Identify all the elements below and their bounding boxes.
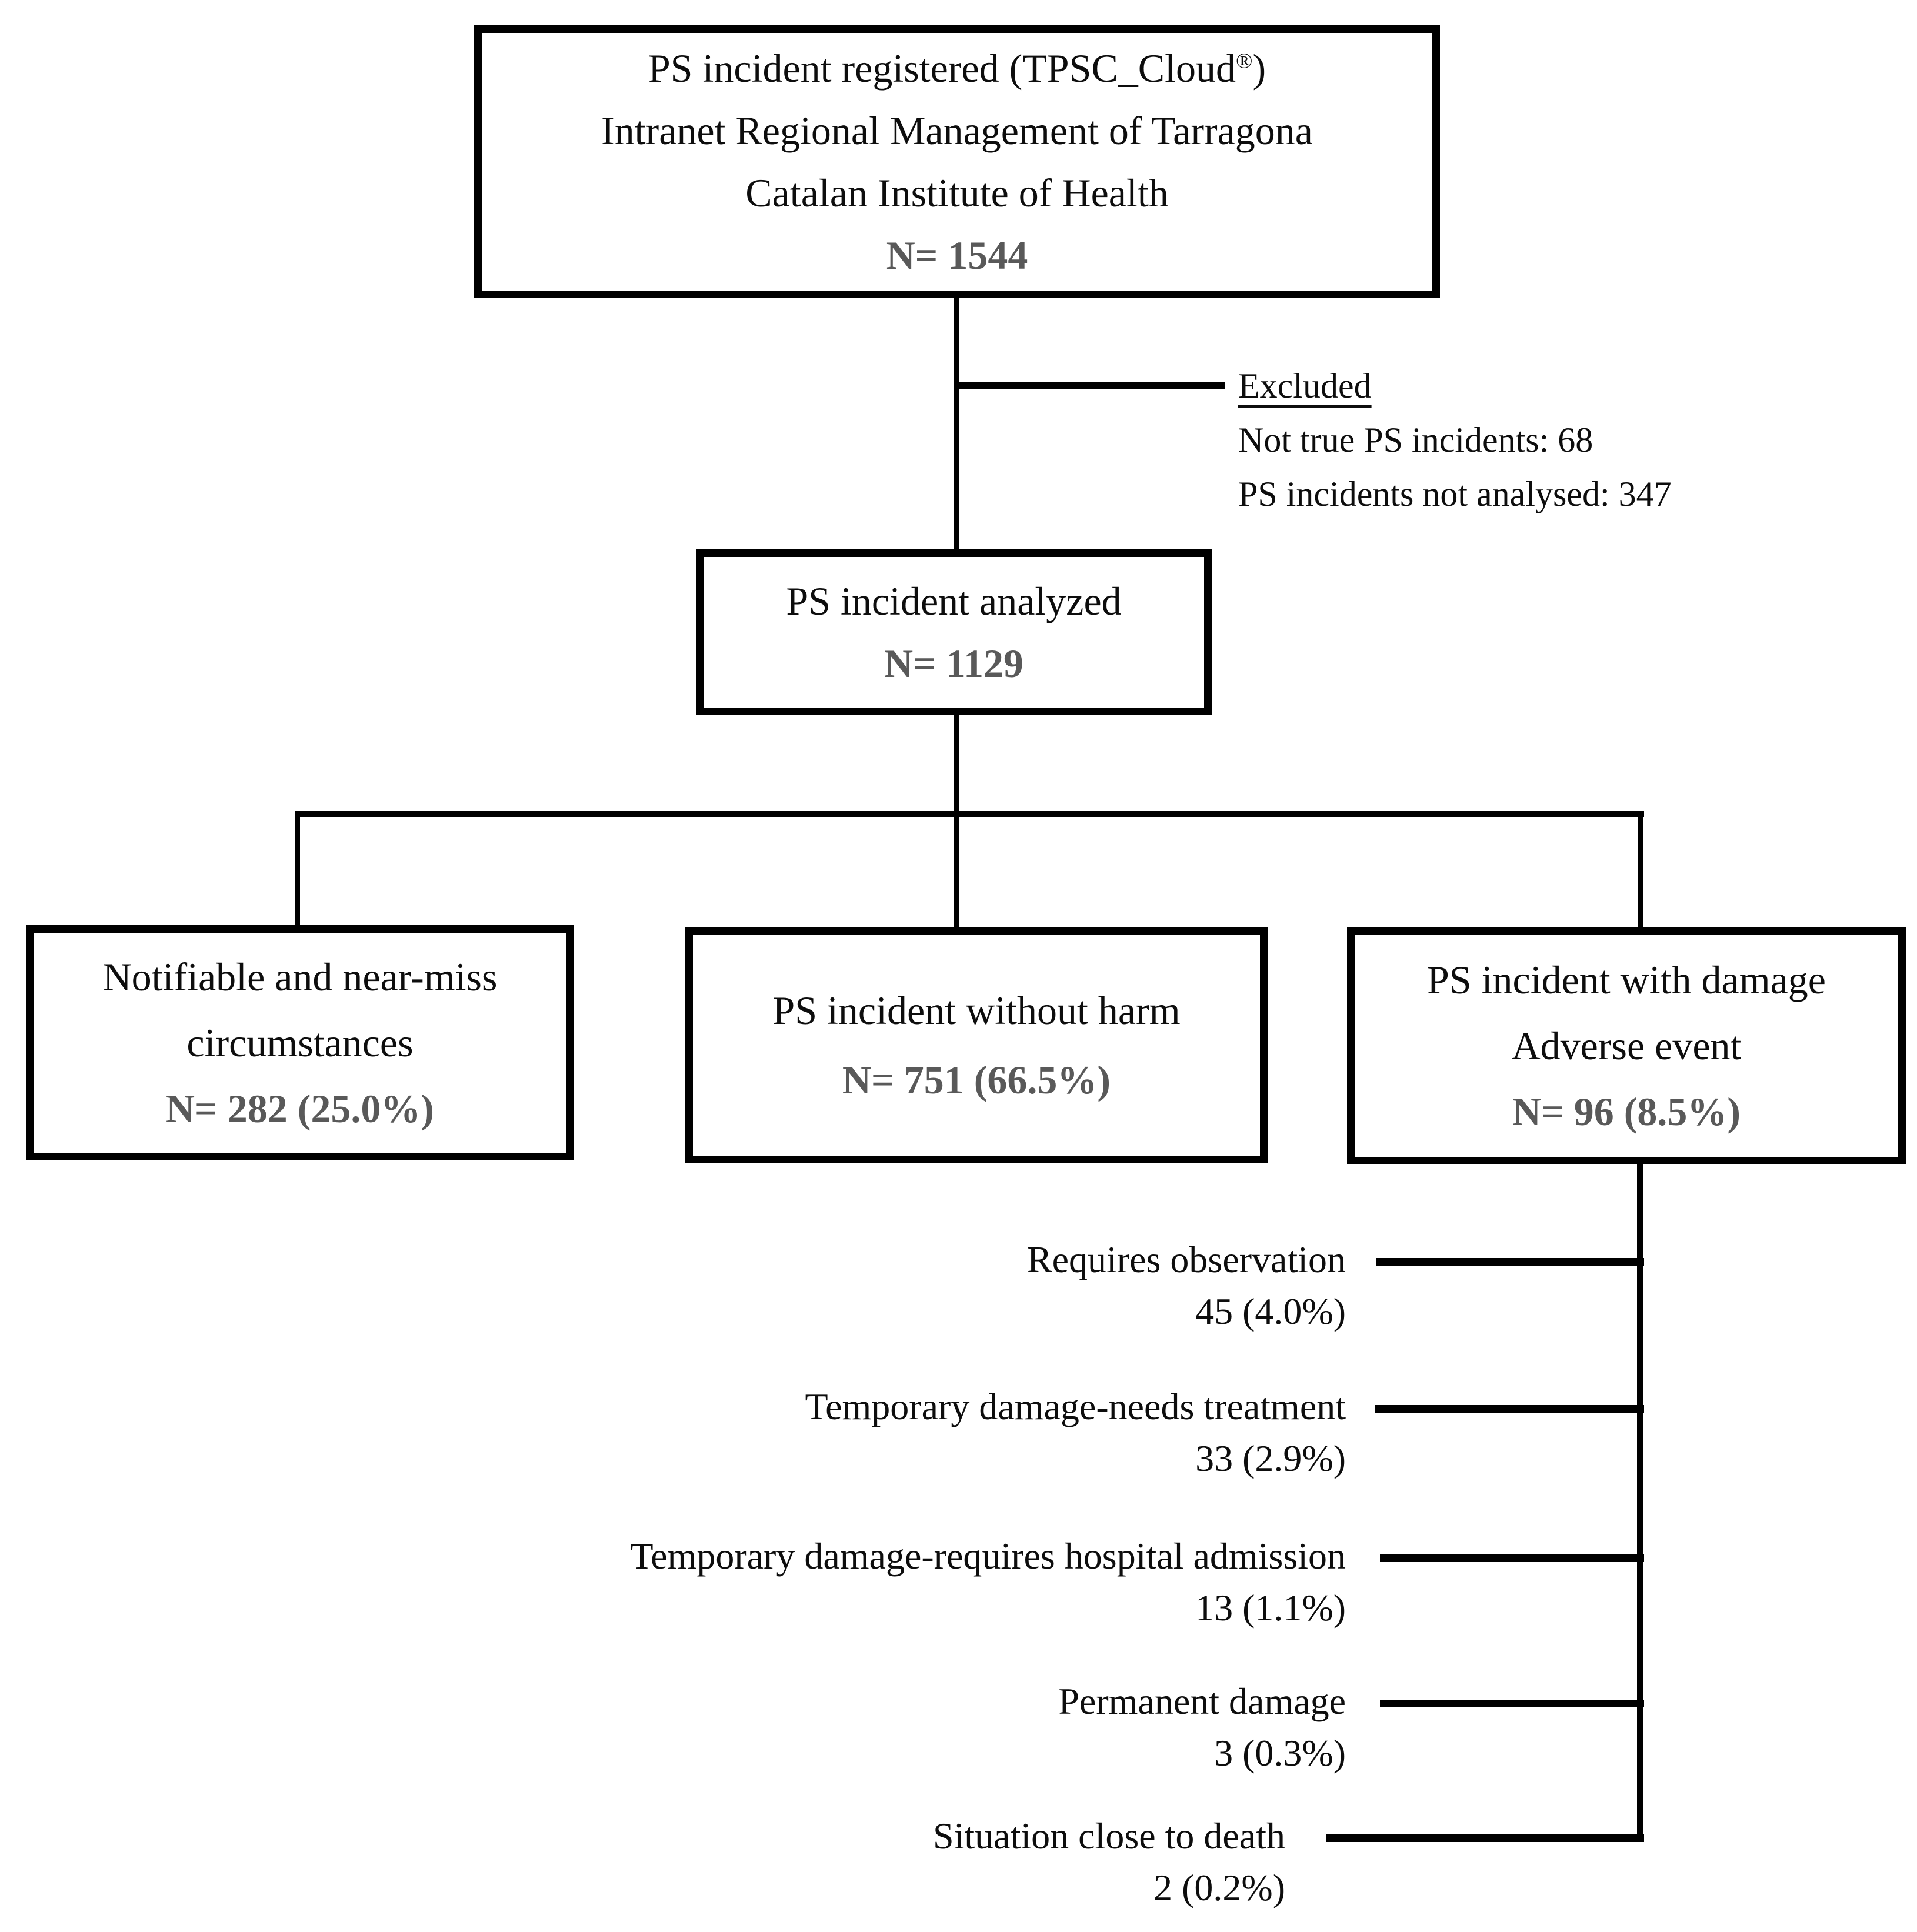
notifiable-n-value: N= 282 (25.0%) xyxy=(165,1086,435,1131)
excluded-item-not-analysed: PS incidents not analysed: 347 xyxy=(1238,475,1672,513)
without-harm-box: PS incident without harm N= 751 (66.5%) xyxy=(685,927,1268,1163)
registered-line-1: PS incident registered (TPSC_Cloud®) xyxy=(648,37,1266,99)
outcome-needs-treatment-label: Temporary damage-needs treatment xyxy=(805,1386,1346,1427)
outcome-hospital-admission-value: 13 (1.1%) xyxy=(1195,1587,1346,1629)
connector-outcome-hospital-admission xyxy=(1380,1554,1644,1562)
notifiable-box: Notifiable and near-miss circumstances N… xyxy=(26,925,574,1160)
registered-box: PS incident registered (TPSC_Cloud®) Int… xyxy=(474,25,1440,298)
analyzed-n-value: N= 1129 xyxy=(884,641,1024,686)
outcome-close-to-death-value: 2 (0.2%) xyxy=(1153,1867,1285,1908)
analyzed-box: PS incident analyzed N= 1129 xyxy=(696,549,1212,715)
connector-outcome-observation xyxy=(1376,1258,1644,1266)
excluded-item-not-true: Not true PS incidents: 68 xyxy=(1238,421,1593,459)
connector-mid-vertical xyxy=(954,714,959,927)
registered-line-1-text: PS incident registered (TPSC_Cloud xyxy=(648,46,1236,91)
outcome-needs-treatment: Temporary damage-needs treatment 33 (2.9… xyxy=(111,1381,1346,1484)
outcome-close-to-death-label: Situation close to death xyxy=(933,1815,1285,1857)
registered-n-value: N= 1544 xyxy=(886,233,1028,278)
outcome-permanent-damage: Permanent damage 3 (0.3%) xyxy=(111,1676,1346,1779)
analyzed-title: PS incident analyzed xyxy=(786,579,1122,623)
outcome-needs-treatment-value: 33 (2.9%) xyxy=(1195,1437,1346,1479)
notifiable-line-2: circumstances xyxy=(186,1020,414,1065)
outcome-hospital-admission-label: Temporary damage-requires hospital admis… xyxy=(630,1535,1346,1577)
outcome-permanent-damage-label: Permanent damage xyxy=(1058,1680,1346,1722)
without-harm-line-1: PS incident without harm xyxy=(772,988,1181,1033)
connector-outcome-needs-treatment xyxy=(1375,1405,1644,1413)
damage-line-2: Adverse event xyxy=(1511,1023,1742,1068)
connector-branch-horizontal xyxy=(295,811,1644,817)
without-harm-n-value: N= 751 (66.5%) xyxy=(842,1057,1111,1102)
outcome-hospital-admission: Temporary damage-requires hospital admis… xyxy=(111,1530,1346,1634)
notifiable-line-1: Notifiable and near-miss xyxy=(102,955,498,999)
damage-n-value: N= 96 (8.5%) xyxy=(1512,1089,1741,1134)
connector-drop-left xyxy=(295,811,300,927)
registered-line-2: Intranet Regional Management of Tarragon… xyxy=(601,108,1313,153)
outcome-observation-value: 45 (4.0%) xyxy=(1195,1290,1346,1332)
registered-line-1-close: ) xyxy=(1252,46,1266,91)
connector-drop-right xyxy=(1638,811,1643,927)
damage-line-1: PS incident with damage xyxy=(1426,957,1826,1002)
excluded-block: Excluded Not true PS incidents: 68 PS in… xyxy=(1238,359,1672,521)
connector-outcome-permanent-damage xyxy=(1380,1700,1644,1707)
registered-line-3: Catalan Institute of Health xyxy=(745,171,1169,215)
connector-top-vertical xyxy=(954,297,959,550)
excluded-title: Excluded xyxy=(1238,366,1372,405)
connector-outcome-close-to-death xyxy=(1326,1834,1644,1842)
outcome-permanent-damage-value: 3 (0.3%) xyxy=(1214,1732,1346,1774)
connector-damage-spine xyxy=(1637,1163,1643,1842)
registered-trademark: ® xyxy=(1236,49,1253,74)
outcome-observation-label: Requires observation xyxy=(1026,1239,1346,1280)
connector-excluded-branch xyxy=(956,382,1225,389)
outcome-observation: Requires observation 45 (4.0%) xyxy=(111,1234,1346,1337)
outcome-close-to-death: Situation close to death 2 (0.2%) xyxy=(50,1810,1285,1914)
damage-box: PS incident with damage Adverse event N=… xyxy=(1347,927,1906,1164)
